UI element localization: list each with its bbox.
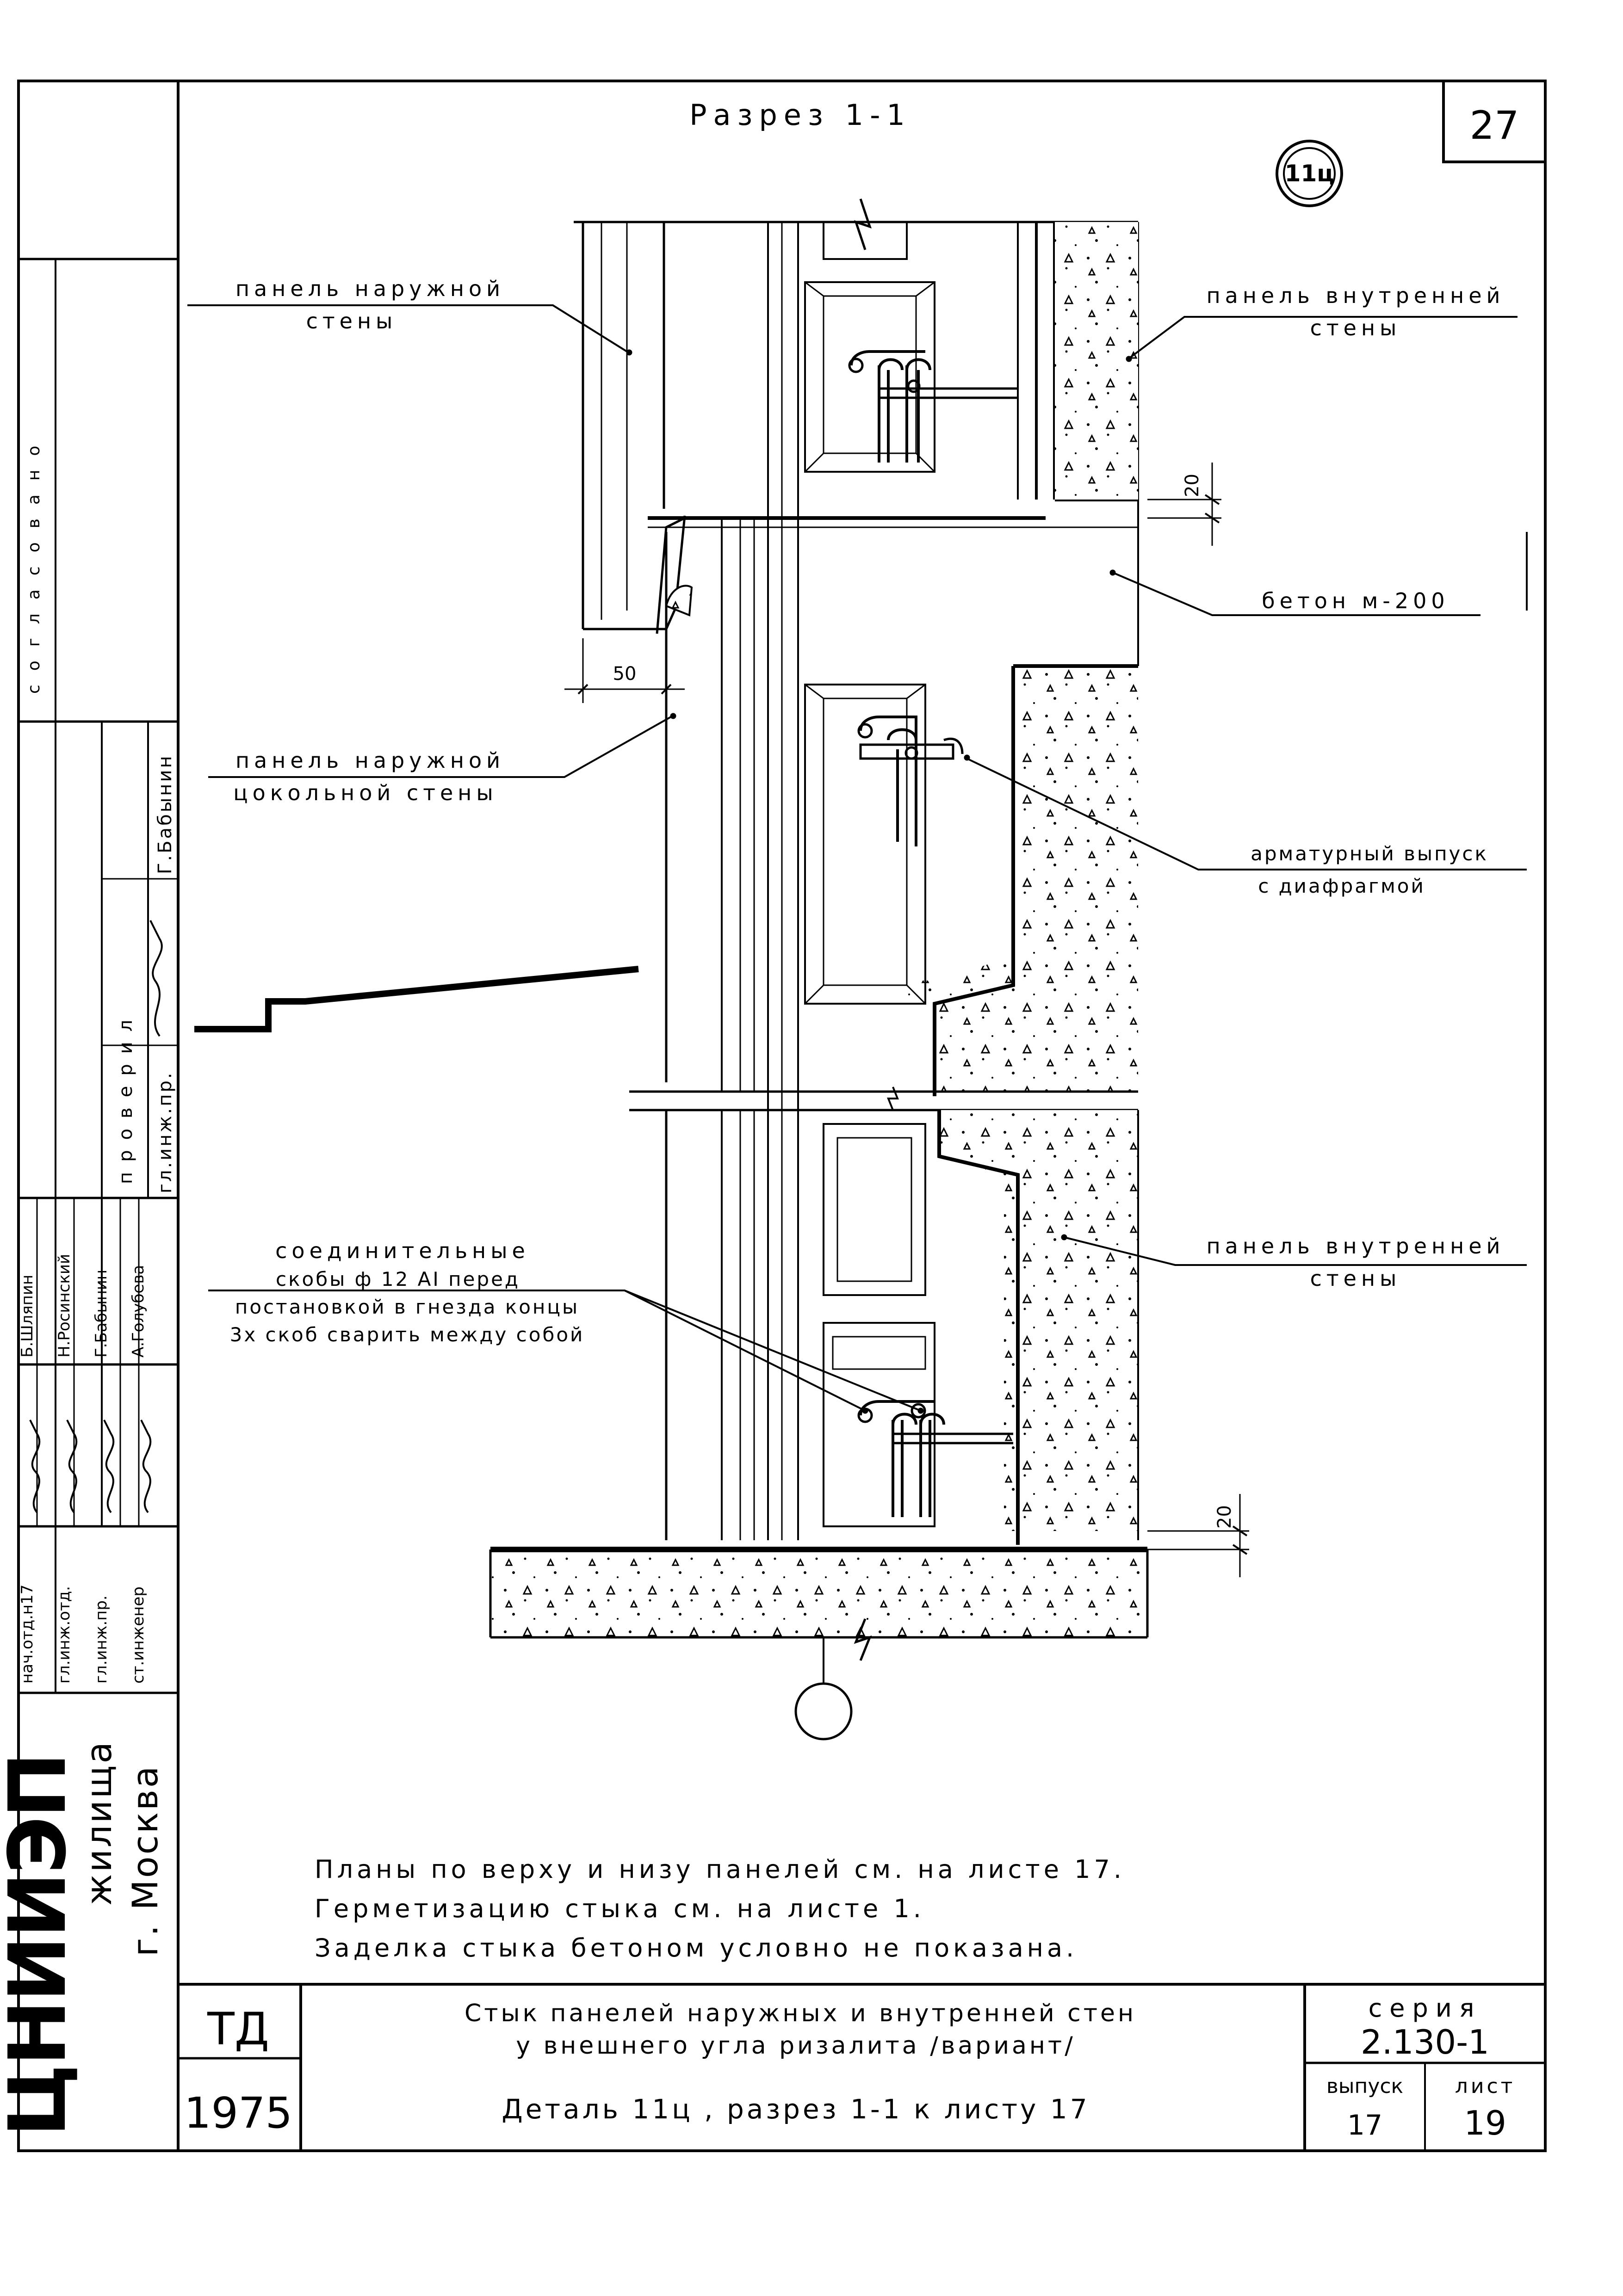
staff-role: гл.инж.отд. <box>55 1586 74 1684</box>
staff-signature <box>140 1420 152 1513</box>
outer-panel-label-1: панель наружной <box>235 276 505 301</box>
staff-signature <box>66 1420 78 1513</box>
staff-table: нач.отд.н17 Б.Шляпин гл.инж.отд. Н.Росински… <box>18 1254 152 1684</box>
dim-gap-top: 20 <box>1182 474 1203 497</box>
note-3: Заделка стыка бетоном условно не показан… <box>315 1933 1078 1963</box>
issue-value: 17 <box>1347 2109 1382 2142</box>
brackets-label-3: постановкой в гнезда концы <box>235 1296 579 1318</box>
title-td: ТД <box>207 2003 269 2055</box>
sheet-label: лист <box>1455 2074 1516 2098</box>
checked-role: гл.инж.пр. <box>155 1071 176 1193</box>
rebar-outlet-label-2: с диафрагмой <box>1258 875 1425 897</box>
detail-marker: 11ц <box>1285 160 1334 187</box>
dim-gap-bottom: 20 <box>1214 1505 1235 1529</box>
brackets-label-2: скобы ф 12 АI перед <box>276 1268 520 1290</box>
sheet-number: 27 <box>1470 103 1519 148</box>
rebar-outlet-label-1: арматурный выпуск <box>1251 842 1488 865</box>
concrete-label: бетон м-200 <box>1262 588 1449 613</box>
staff-role: гл.инж.пр. <box>92 1595 111 1684</box>
dim-offset: 50 <box>613 663 637 685</box>
staff-signature <box>103 1420 115 1513</box>
staff-name: Б.Шляпин <box>18 1275 37 1358</box>
title-block <box>178 1983 1545 2151</box>
axis-marker <box>794 1682 853 1741</box>
inner-panel-top-label-1: панель внутренней <box>1207 283 1505 308</box>
organization-city: г. Москва <box>124 1765 166 1957</box>
checked-header: проверил <box>115 1010 136 1184</box>
inner-panel-bottom-label-2: стены <box>1310 1266 1401 1291</box>
staff-name: А.Голубева <box>129 1265 148 1358</box>
title-line-2: у внешнего угла ризалита /вариант/ <box>516 2032 1075 2060</box>
plinth-panel-label-1: панель наружной <box>235 748 505 773</box>
series-label: серия <box>1369 1994 1482 2023</box>
section-title: Разрез 1-1 <box>689 98 911 132</box>
staff-name: Г.Бабынин <box>92 1270 111 1358</box>
brackets-label-4: 3х скоб сварить между собой <box>230 1323 585 1346</box>
checked-signature <box>149 920 163 1037</box>
inner-panel-top-label-2: стены <box>1310 315 1401 340</box>
note-2: Герметизацию стыка см. на листе 1. <box>315 1894 925 1923</box>
staff-name: Н.Росинский <box>55 1254 74 1358</box>
drawing-frame <box>177 80 1547 2152</box>
title-line-1: Стык панелей наружных и внутренней стен <box>465 2000 1136 2027</box>
brackets-label-1: соединительные <box>275 1238 530 1263</box>
title-line-3: Деталь 11ц , разрез 1-1 к листу 17 <box>502 2093 1090 2125</box>
detail-marker-circle <box>1276 140 1343 207</box>
section-drawing <box>187 198 1528 1741</box>
series-value: 2.130-1 <box>1361 2023 1489 2061</box>
issue-label: выпуск <box>1326 2074 1403 2098</box>
outer-panel-label-2: стены <box>306 309 397 333</box>
sheet-value: 19 <box>1464 2104 1506 2142</box>
plinth-panel-label-2: цокольной стены <box>233 780 497 805</box>
staff-role: нач.отд.н17 <box>18 1585 37 1684</box>
organization-suffix: жилища <box>78 1740 119 1906</box>
title-year: 1975 <box>184 2088 292 2138</box>
approval-stamp <box>19 258 178 1694</box>
note-1: Планы по верху и низу панелей см. на лис… <box>315 1855 1125 1884</box>
organization-name: ЦНИИЭП <box>0 1754 84 2137</box>
approval-header: согласовано <box>25 432 43 694</box>
sheet-number-box <box>1442 80 1547 163</box>
staff-role: ст.инженер <box>129 1586 148 1684</box>
staff-signature <box>29 1420 41 1513</box>
inner-panel-bottom-label-1: панель внутренней <box>1207 1234 1505 1259</box>
checked-name: Г.Бабынин <box>155 754 176 874</box>
